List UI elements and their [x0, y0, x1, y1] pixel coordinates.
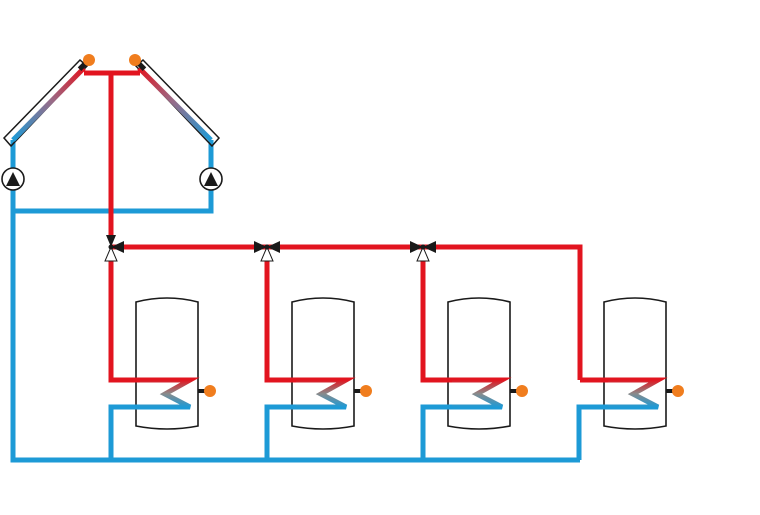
- valve-3-hub: [420, 244, 426, 250]
- sensor-probe: [354, 389, 362, 393]
- collector-left-absorber: [11, 66, 86, 142]
- three-way-valve-icon: [111, 241, 124, 253]
- valve-3: [410, 241, 436, 262]
- storage-tank-1: [135, 297, 199, 430]
- valve-2-right: [267, 241, 280, 253]
- coil-group: [130, 377, 668, 410]
- valve-2-hub: [264, 244, 270, 250]
- pump-arrow-icon: [6, 172, 20, 186]
- collector-left: [2, 58, 89, 148]
- pump-arrow-icon: [204, 172, 218, 186]
- storage-tank-icon: [447, 297, 511, 430]
- sensor-icon: [129, 54, 141, 66]
- three-way-valve-icon: [410, 241, 423, 253]
- valve-3-bottom: [416, 245, 430, 262]
- collector-left-glass: [2, 58, 89, 148]
- collector-right-glass: [134, 58, 221, 148]
- storage-tank-icon: [291, 297, 355, 430]
- valve-2-bottom: [260, 245, 274, 262]
- valve-1-bottom: [104, 245, 118, 262]
- sensor-icon: [672, 385, 684, 397]
- sensor-icon: [360, 385, 372, 397]
- valve-1: [104, 235, 124, 262]
- cold-pipe-pump-header: [13, 140, 214, 214]
- pump-left: [1, 167, 25, 191]
- cold-return-piping: [10, 140, 635, 463]
- storage-tank-icon: [603, 297, 667, 430]
- collector-right: [134, 58, 221, 148]
- valve-3-right: [423, 241, 436, 253]
- valve-2: [254, 241, 280, 262]
- heat-exchanger-coil-3: [448, 377, 512, 410]
- pump-right: [199, 167, 223, 191]
- collector-right-absorber: [137, 66, 213, 142]
- heat-exchanger-coil-2: [292, 377, 356, 410]
- three-way-valve-icon: [254, 241, 267, 253]
- cold-pipe-left-riser: [10, 140, 580, 463]
- sensor-icon: [204, 385, 216, 397]
- sensor-probe: [198, 389, 206, 393]
- temperature-sensors: [83, 54, 684, 397]
- storage-tank-3: [447, 297, 511, 430]
- sensor-probe: [510, 389, 518, 393]
- valve-1-left: [106, 235, 116, 247]
- sensor-icon: [516, 385, 528, 397]
- valve-1-hub: [108, 244, 114, 250]
- heat-exchanger-coil-4: [604, 377, 668, 410]
- heat-exchanger-coil-1: [136, 377, 200, 410]
- storage-tank-4: [603, 297, 667, 430]
- storage-tank-icon: [135, 297, 199, 430]
- sensor-probe: [666, 389, 674, 393]
- storage-tank-2: [291, 297, 355, 430]
- sensor-icon: [83, 54, 95, 66]
